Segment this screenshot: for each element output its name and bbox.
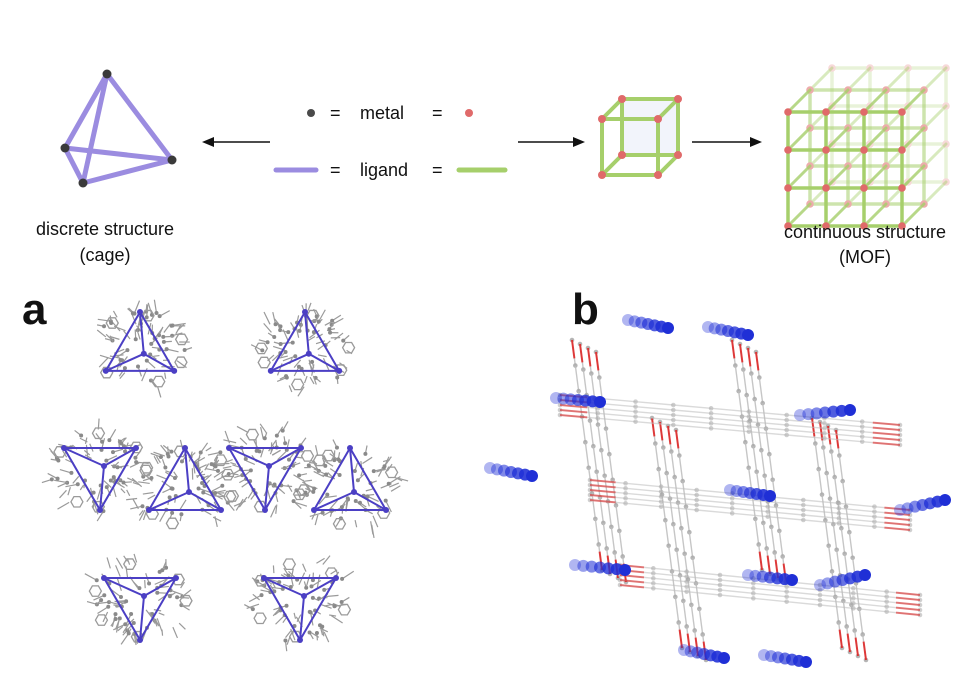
cube-unit-icon xyxy=(598,95,682,179)
panel-a-label: a xyxy=(22,285,47,334)
mof-crystal-structure-image xyxy=(484,314,951,668)
panel-b-label: b xyxy=(572,285,599,334)
ligand-label: ligand xyxy=(360,160,409,180)
cage-crystal-packing-image xyxy=(41,299,409,652)
metal-dark-dot-icon xyxy=(307,109,315,117)
arrow-left-icon xyxy=(202,137,270,147)
mof-subtitle: (MOF) xyxy=(839,247,891,267)
metal-equals-1: = xyxy=(330,103,341,123)
continuous-structure-title: continuous structure xyxy=(783,222,947,242)
cage-subtitle: (cage) xyxy=(79,245,131,265)
ligand-equals-1: = xyxy=(330,160,341,180)
mof-lattice-icon xyxy=(784,64,950,230)
ligand-equals-2: = xyxy=(432,160,443,180)
arrow-right-icon-2 xyxy=(692,137,762,147)
arrow-right-icon xyxy=(518,137,585,147)
metal-red-dot-icon xyxy=(465,109,473,117)
tetrahedron-cage-icon xyxy=(62,71,175,186)
metal-label: metal xyxy=(360,103,405,123)
metal-equals-2: = xyxy=(432,103,443,123)
cage-metal-nodes xyxy=(60,69,177,188)
discrete-structure-title: discrete structure xyxy=(35,219,175,239)
